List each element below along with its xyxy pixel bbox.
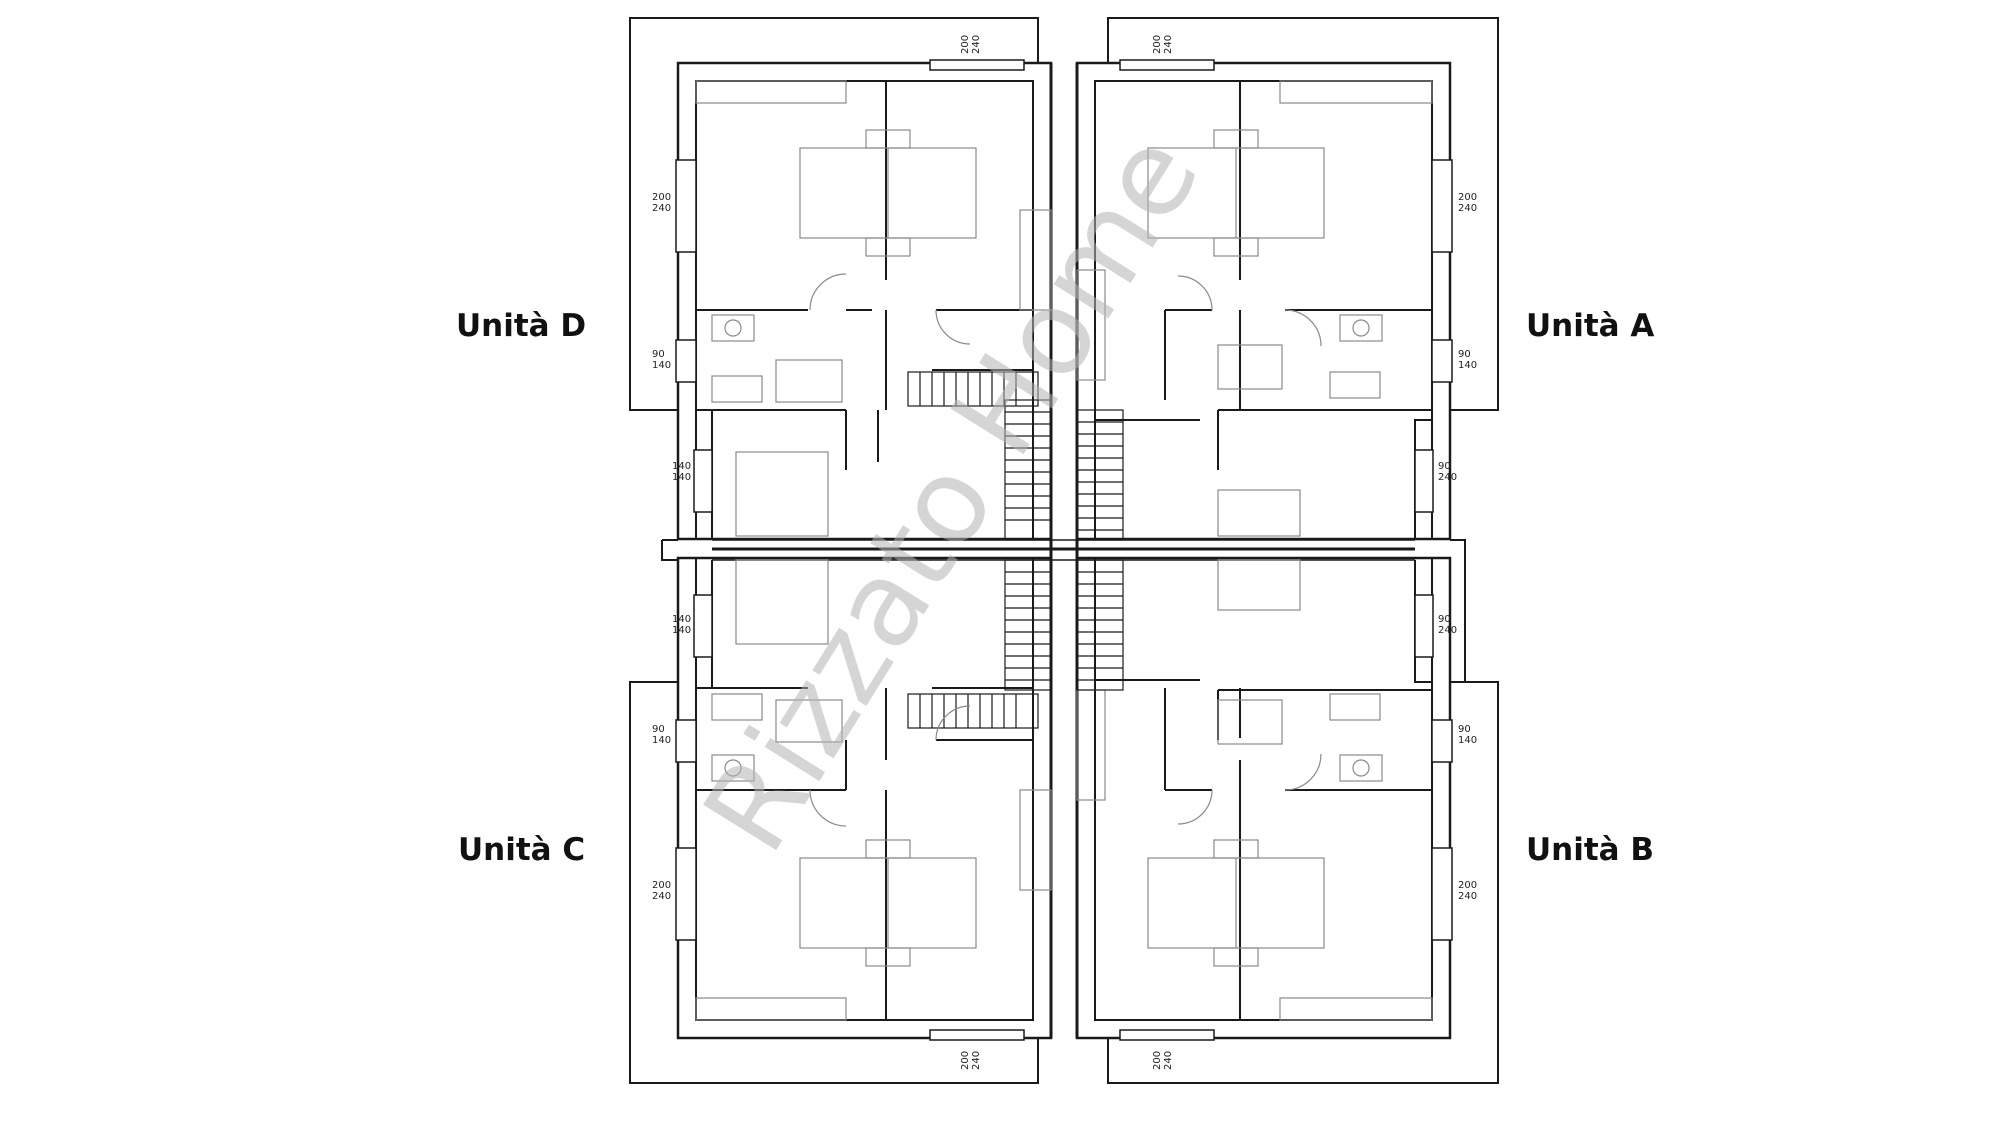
staircase [1004, 399, 1052, 541]
wardrobe [695, 997, 847, 1021]
shower [1217, 699, 1283, 745]
balcony-outline-d [629, 17, 1039, 411]
unit-label-b: Unità B [1526, 832, 1655, 868]
balcony-outline-c [629, 681, 1039, 1084]
exterior-wall-b [1075, 556, 1452, 1040]
single-bed [735, 451, 829, 537]
watermark: Rizzato Home [677, 110, 1226, 875]
single-bed [735, 559, 829, 645]
unit-label-d: Unità D [456, 308, 587, 344]
staircase [1004, 559, 1052, 691]
balcony-outline-a [1107, 17, 1499, 411]
dim-top-a: 200240 [1152, 35, 1174, 54]
single-bed [1217, 559, 1301, 611]
unit-label-a: Unità A [1526, 308, 1655, 344]
wardrobe [695, 80, 847, 104]
shower [775, 359, 843, 403]
wardrobe [1279, 80, 1433, 104]
dim-bottom-b: 200240 [1152, 1051, 1174, 1070]
shower [1217, 344, 1283, 390]
dim-top-d: 200240 [960, 35, 982, 54]
unit-label-c: Unità C [458, 832, 586, 868]
staircase [1076, 559, 1124, 691]
dim-bottom-c: 200240 [960, 1051, 982, 1070]
single-bed [1217, 489, 1301, 537]
shower [775, 699, 843, 743]
staircase [1076, 409, 1124, 541]
balcony-outline-b [1107, 681, 1499, 1084]
wardrobe [1279, 997, 1433, 1021]
